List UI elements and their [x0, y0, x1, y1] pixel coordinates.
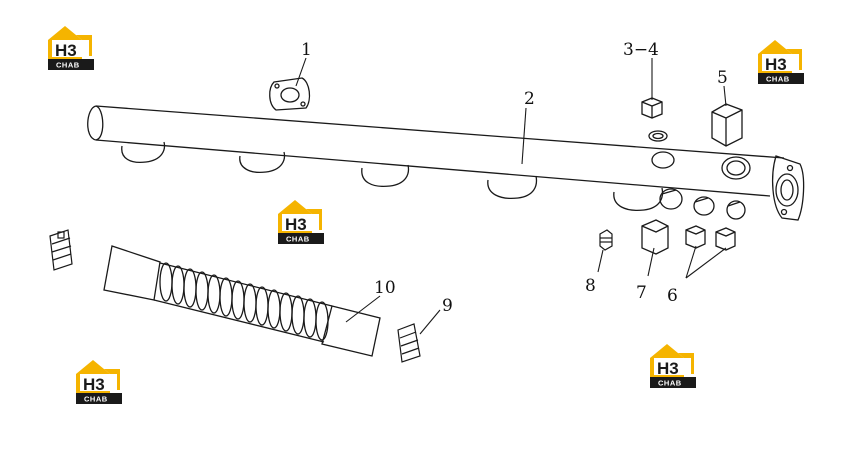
- svg-text:H3: H3: [83, 375, 105, 394]
- watermark-logo-bottom-left: H3 CHAB: [76, 360, 122, 404]
- watermark-logo-center: H3 CHAB: [278, 200, 324, 244]
- svg-text:H3: H3: [657, 359, 679, 378]
- callout-5: 5: [717, 68, 728, 88]
- svg-text:CHAB: CHAB: [286, 235, 310, 244]
- svg-text:CHAB: CHAB: [84, 395, 108, 404]
- watermark-logo-top-right: H3 CHAB: [758, 40, 804, 84]
- plug-with-washer: [641, 97, 668, 142]
- watermark-logo-top-left: H3 CHAB: [48, 26, 94, 70]
- bleed-screw: [599, 229, 613, 251]
- callout-labels: 1 2 3−4 5 6 7 8 9 10: [301, 40, 728, 316]
- large-hex-plug: [711, 103, 743, 147]
- callout-8: 8: [585, 276, 596, 296]
- callout-7: 7: [636, 283, 647, 303]
- callout-2: 2: [524, 89, 535, 109]
- fuel-rail-tube: [87, 105, 805, 221]
- callout-9: 9: [442, 296, 453, 316]
- svg-text:CHAB: CHAB: [56, 61, 80, 70]
- svg-text:CHAB: CHAB: [766, 75, 790, 84]
- hose-clamp-left: [49, 229, 73, 271]
- callout-6: 6: [667, 286, 678, 306]
- small-plugs-6: [685, 225, 736, 251]
- callout-10: 10: [374, 278, 396, 298]
- svg-text:H3: H3: [55, 41, 77, 60]
- svg-text:CHAB: CHAB: [658, 379, 682, 388]
- watermark-logo-bottom-right: H3 CHAB: [650, 344, 696, 388]
- flange-gasket: [269, 77, 311, 111]
- plug-7: [641, 219, 669, 255]
- svg-text:H3: H3: [285, 215, 307, 234]
- callout-1: 1: [301, 40, 312, 60]
- svg-text:H3: H3: [765, 55, 787, 74]
- hose: [103, 245, 381, 357]
- callout-3-4: 3−4: [623, 40, 659, 60]
- hose-clamp-right: [397, 323, 421, 363]
- leader-lines: [295, 57, 727, 335]
